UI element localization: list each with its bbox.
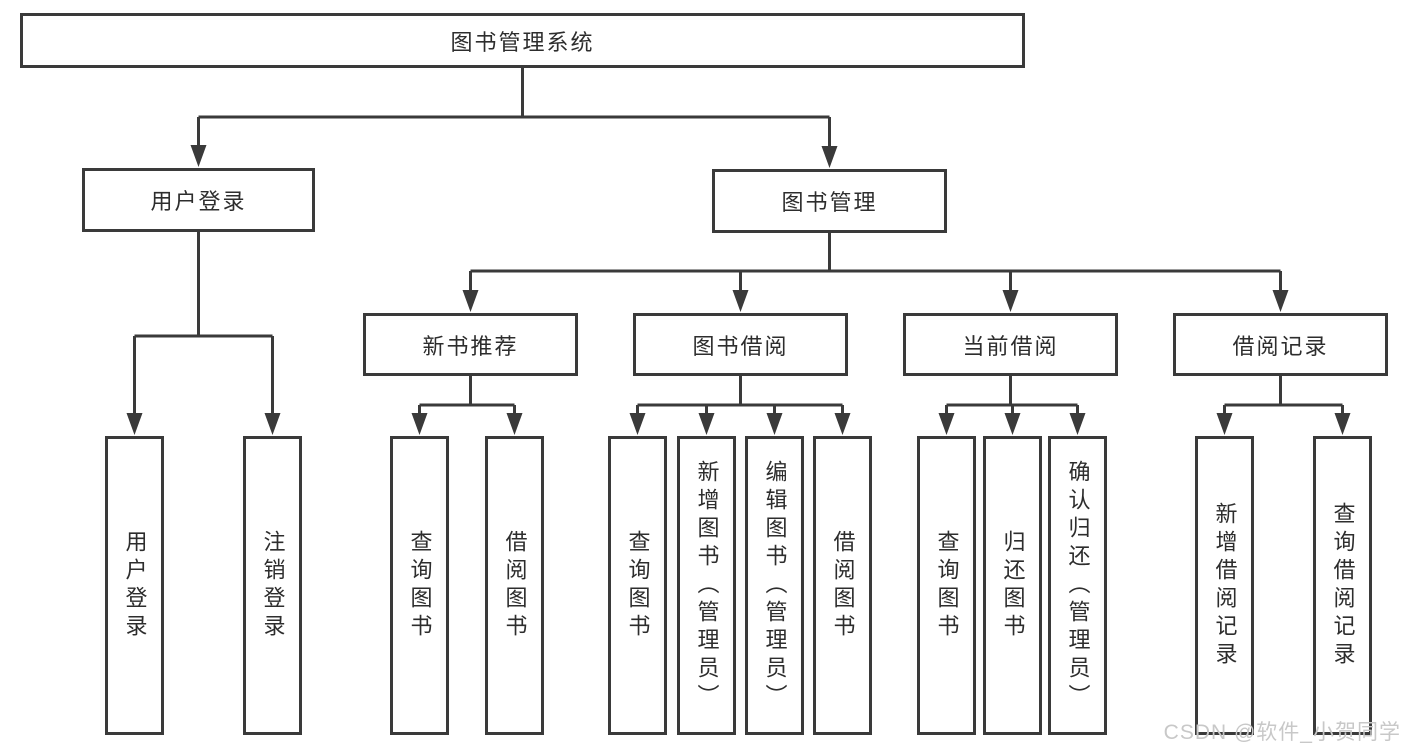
node-confirm-return-admin: 确认归还（管理员） — [1048, 436, 1107, 735]
node-edit-book-admin: 编辑图书（管理员） — [745, 436, 804, 735]
node-library-management-system: 图书管理系统 — [20, 13, 1025, 68]
node-query-books-recommend-label: 查询图书 — [407, 529, 433, 642]
node-add-book-admin: 新增图书（管理员） — [677, 436, 736, 735]
node-book-management-label: 图书管理 — [781, 190, 878, 215]
node-user-login-leaf-label: 用户登录 — [122, 529, 148, 642]
node-add-borrow-record-label: 新增借阅记录 — [1212, 501, 1238, 670]
node-add-book-admin-label: 新增图书（管理员） — [694, 459, 720, 712]
connector-arrowheads — [126, 145, 1351, 435]
node-borrowing-records: 借阅记录 — [1173, 313, 1388, 376]
node-borrow-books-recommend: 借阅图书 — [485, 436, 544, 735]
node-query-books-borrowing: 查询图书 — [608, 436, 667, 735]
node-current-borrowing: 当前借阅 — [903, 313, 1118, 376]
node-borrow-books-leaf: 借阅图书 — [813, 436, 872, 735]
node-confirm-return-admin-label: 确认归还（管理员） — [1065, 459, 1091, 712]
node-user-login-label: 用户登录 — [150, 189, 247, 214]
node-user-login: 用户登录 — [82, 168, 315, 232]
node-new-book-recommendation: 新书推荐 — [363, 313, 578, 376]
node-query-books-current-label: 查询图书 — [934, 529, 960, 642]
node-book-borrowing-label: 图书借阅 — [692, 333, 789, 359]
node-edit-book-admin-label: 编辑图书（管理员） — [762, 459, 788, 712]
node-query-books-current: 查询图书 — [917, 436, 976, 735]
node-return-books-label: 归还图书 — [1000, 529, 1026, 642]
node-borrow-books-recommend-label: 借阅图书 — [502, 529, 528, 642]
csdn-watermark: CSDN @软件_小贺同学 — [1163, 721, 1401, 744]
connector-strokes — [133, 68, 1344, 415]
node-book-management: 图书管理 — [712, 169, 947, 233]
node-logout: 注销登录 — [243, 436, 302, 735]
node-add-borrow-record: 新增借阅记录 — [1195, 436, 1254, 735]
node-query-borrow-record: 查询借阅记录 — [1313, 436, 1372, 735]
node-query-borrow-record-label: 查询借阅记录 — [1330, 501, 1356, 670]
node-return-books: 归还图书 — [983, 436, 1042, 735]
node-borrow-books-leaf-label: 借阅图书 — [830, 529, 856, 642]
node-user-login-leaf: 用户登录 — [105, 436, 164, 735]
node-query-books-recommend: 查询图书 — [390, 436, 449, 735]
node-logout-label: 注销登录 — [260, 529, 286, 642]
node-library-management-system-label: 图书管理系统 — [450, 29, 595, 55]
node-book-borrowing: 图书借阅 — [633, 313, 848, 376]
node-query-books-borrowing-label: 查询图书 — [625, 529, 651, 642]
node-borrowing-records-label: 借阅记录 — [1232, 333, 1329, 359]
node-new-book-recommendation-label: 新书推荐 — [422, 333, 519, 359]
node-current-borrowing-label: 当前借阅 — [962, 333, 1059, 359]
